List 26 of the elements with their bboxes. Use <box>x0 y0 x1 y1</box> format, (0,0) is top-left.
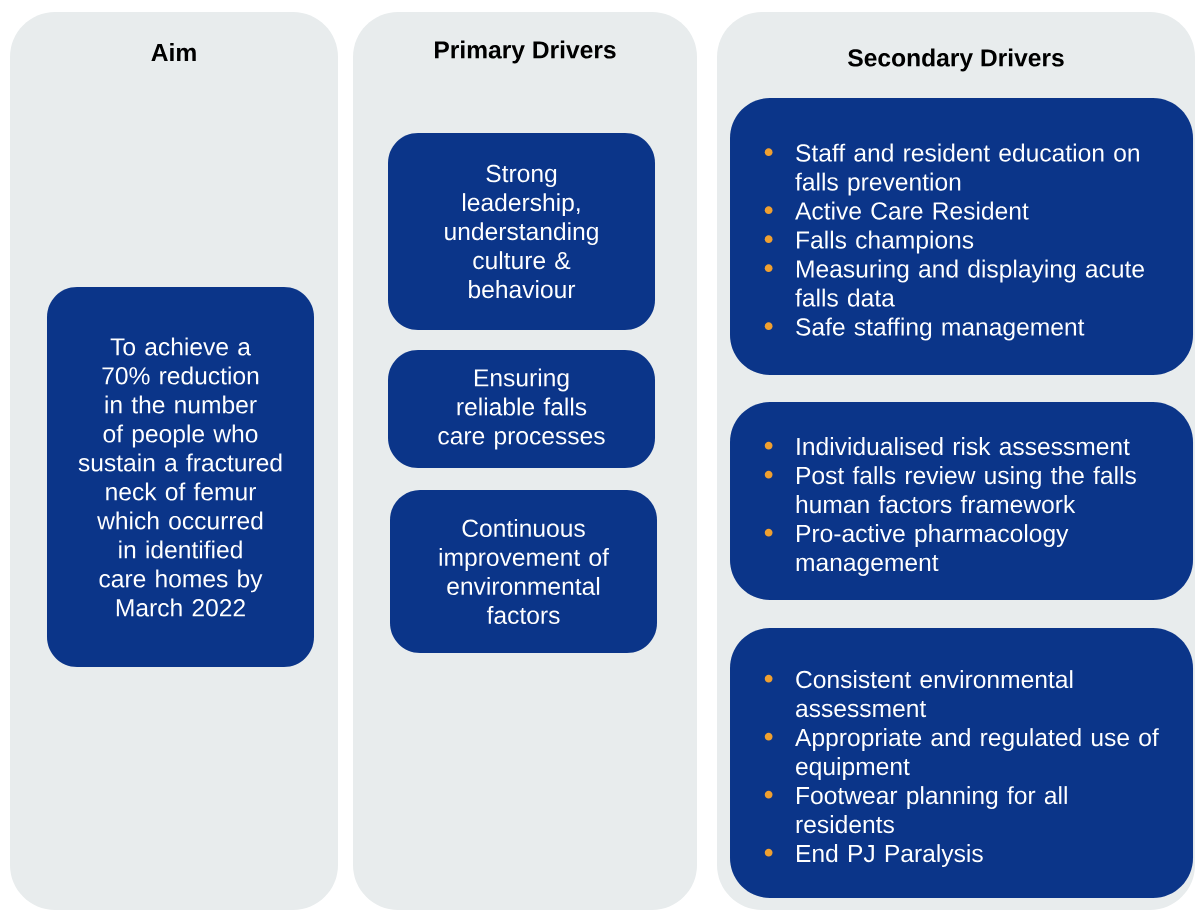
driver-box <box>388 133 655 330</box>
box-text: Continuous improvement of environmental factors <box>439 518 609 625</box>
bullet-list-box <box>730 98 1193 375</box>
box-text: Strong leadership, understanding culture & behaviour <box>445 164 598 299</box>
column-heading: Primary Drivers <box>435 40 616 64</box>
driver-box <box>390 490 657 653</box>
bullet-item: Active Care Resident <box>764 201 1029 220</box>
driver-box <box>47 287 314 667</box>
bullet-item: Appropriate and regulated use of equipment <box>764 728 1159 781</box>
bullet-list-box <box>730 628 1193 898</box>
box-text: To achieve a 70% reduction in the number of people who sustain a fractured neck of femur which occurred in identified care homes by March 2022 <box>78 337 282 617</box>
bullet-item: Post falls review using the falls human factors framework <box>764 466 1136 514</box>
driver-box <box>388 350 655 468</box>
bullet-item: Measuring and displaying acute falls data <box>764 259 1144 307</box>
bullet-item: Falls champions <box>764 230 974 254</box>
bullet-item: Safe staffing management <box>764 317 1085 341</box>
bullet-item: End PJ Paralysis <box>764 844 983 868</box>
column-heading: Secondary Drivers <box>848 48 1064 72</box>
bullet-item: Staff and resident education on falls prevention <box>764 143 1139 196</box>
bullet-item: Pro-active pharmacology management <box>764 524 1069 577</box>
column-heading: Aim <box>151 43 196 61</box>
bullet-item: Individualised risk assessment <box>764 437 1130 456</box>
bullet-item: Footwear planning for all residents <box>764 786 1067 834</box>
bullet-item: Consistent environmental assessment <box>764 670 1073 718</box>
bullet-list-box <box>730 402 1193 600</box>
box-text: Ensuring reliable falls care processes <box>438 368 605 450</box>
